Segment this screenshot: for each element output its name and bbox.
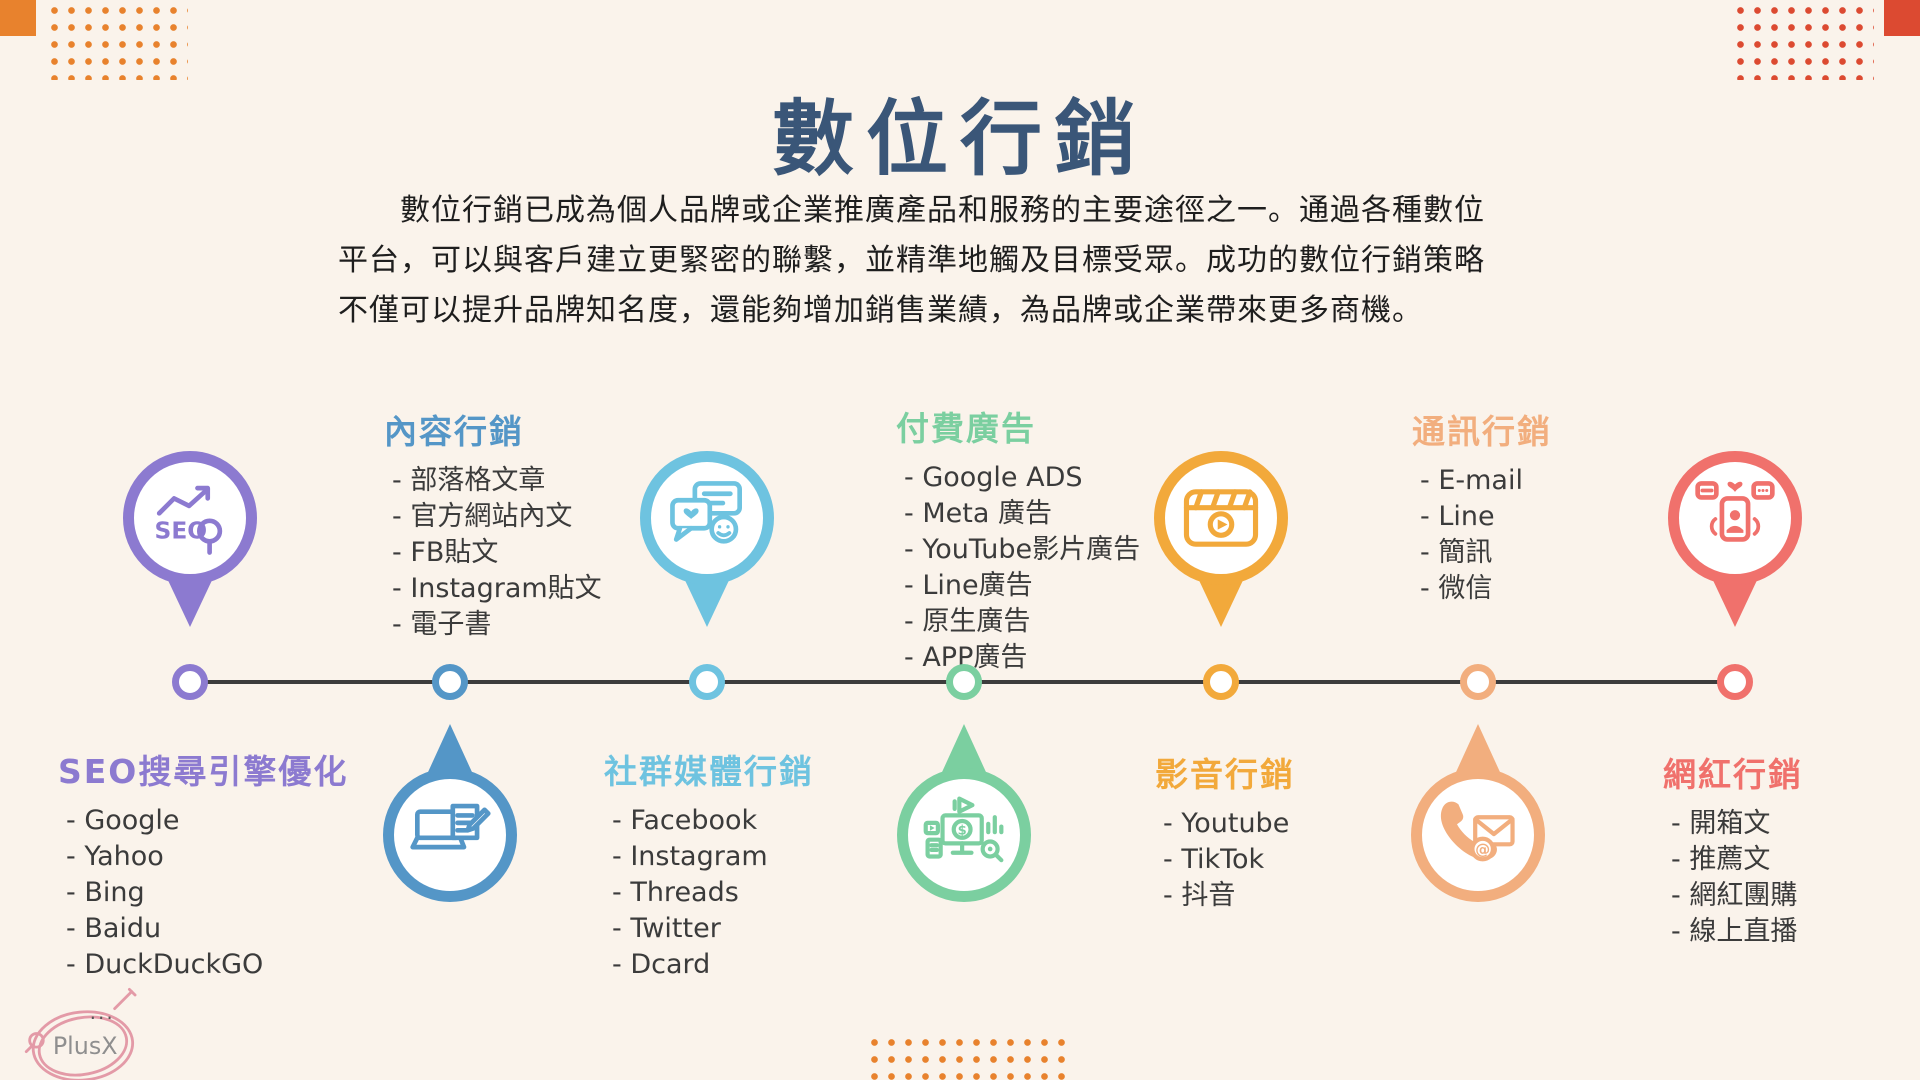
list-item: - Google <box>66 805 180 836</box>
list-item: - Line廣告 <box>904 570 1033 601</box>
logo-pencil-icon <box>113 990 134 1011</box>
category-items: - Facebook - Instagram - Threads - Twitt… <box>604 803 814 983</box>
list-item: - TikTok <box>1163 844 1265 875</box>
intro-line: 平台，可以與客戶建立更緊密的聯繫，並精準地觸及目標受眾。成功的數位行銷策略 <box>338 243 1485 278</box>
intro-line: 不僅可以提升品牌知名度，還能夠增加銷售業績，為品牌或企業帶來更多商機。 <box>338 293 1423 328</box>
list-item: - 微信 <box>1420 573 1493 604</box>
category-title: 社群媒體行銷 <box>604 752 814 791</box>
logo-text: PlusX <box>53 1032 118 1060</box>
pin-circle: SEO <box>123 451 257 585</box>
list-item: - Yahoo <box>66 841 164 872</box>
list-item: - 電子書 <box>392 609 492 640</box>
svg-text:$: $ <box>958 824 967 839</box>
category-block-messaging: 通訊行銷 - E-mail - Line - 簡訊 - 微信 <box>1412 405 1552 607</box>
category-block-content: 內容行銷 - 部落格文章 - 官方網站內文 - FB貼文 - Instagram… <box>384 405 602 643</box>
svg-text:@: @ <box>1475 841 1490 859</box>
intro-line: 數位行銷已成為個人品牌或企業推廣產品和服務的主要途徑之一。通過各種數位 <box>400 193 1485 228</box>
list-item: - 簡訊 <box>1420 537 1493 568</box>
ads-monitor-icon: $ <box>923 796 1004 863</box>
laptop-writing-icon <box>410 803 491 850</box>
marker-pin-influencer <box>1668 451 1802 651</box>
pin-circle <box>640 451 774 585</box>
category-block-paid-ads: 付費廣告 - Google ADS - Meta 廣告 - YouTube影片廣… <box>896 402 1140 676</box>
list-item: - 抖音 <box>1163 880 1236 911</box>
seo-magnifier-icon: SEO <box>155 485 223 555</box>
plusx-logo: ... PlusX <box>24 978 160 1080</box>
dot-grid-bottom <box>866 1034 1066 1080</box>
category-items: - 部落格文章 - 官方網站內文 - FB貼文 - Instagram貼文 - … <box>384 463 602 643</box>
list-item: - Bing <box>66 877 145 908</box>
category-block-video: 影音行銷 - Youtube - TikTok - 抖音 <box>1155 748 1295 914</box>
list-item: - E-mail <box>1420 465 1523 496</box>
category-items: - Google - Yahoo - Bing - Baidu - DuckDu… <box>58 803 348 983</box>
category-block-influencer: 網紅行銷 - 開箱文 - 推薦文 - 網紅團購 - 線上直播 <box>1663 748 1803 950</box>
marker-pin-seo: SEO <box>123 451 257 651</box>
video-clapperboard-icon <box>1183 489 1259 547</box>
list-item: - Instagram貼文 <box>392 573 602 604</box>
list-item: - FB貼文 <box>392 537 499 568</box>
list-item: - Dcard <box>612 949 711 980</box>
timeline-node-paid-ads <box>946 664 982 700</box>
timeline-node-video <box>1203 664 1239 700</box>
category-title: SEO搜尋引擎優化 <box>58 752 349 791</box>
list-item: - Meta 廣告 <box>904 498 1052 529</box>
pin-circle <box>1154 451 1288 585</box>
corner-square-top-right <box>1884 0 1920 36</box>
timeline-node-messaging <box>1460 664 1496 700</box>
category-block-social: 社群媒體行銷 - Facebook - Instagram - Threads … <box>604 745 814 983</box>
list-item: - Youtube <box>1163 808 1290 839</box>
list-item: - Twitter <box>612 913 721 944</box>
timeline-node-content <box>432 664 468 700</box>
list-item: - 開箱文 <box>1671 808 1771 839</box>
category-items: - Google ADS - Meta 廣告 - YouTube影片廣告 - L… <box>896 460 1140 676</box>
marker-drop-messaging: @ <box>1411 724 1545 944</box>
list-item: - 推薦文 <box>1671 844 1771 875</box>
drop-circle: $ <box>897 768 1031 902</box>
category-items: - E-mail - Line - 簡訊 - 微信 <box>1412 463 1552 607</box>
marker-drop-paid-ads: $ <box>897 724 1031 944</box>
category-items: - Youtube - TikTok - 抖音 <box>1155 806 1295 914</box>
list-item: - YouTube影片廣告 <box>904 534 1141 565</box>
category-block-seo: SEO搜尋引擎優化 - Google - Yahoo - Bing - Baid… <box>58 745 348 983</box>
list-item: - Facebook <box>612 805 758 836</box>
marker-drop-content <box>383 724 517 944</box>
list-item: - 部落格文章 <box>392 465 546 496</box>
logo-dots-text: ... <box>90 1001 115 1024</box>
corner-square-top-left <box>0 0 36 36</box>
list-item: - Threads <box>612 877 739 908</box>
marker-pin-social <box>640 451 774 651</box>
marker-pin-video <box>1154 451 1288 651</box>
category-title: 付費廣告 <box>896 409 1036 448</box>
page-title: 數位行銷 <box>771 91 1148 187</box>
list-item: - 原生廣告 <box>904 606 1031 637</box>
smartphone-social-icon <box>1695 481 1775 542</box>
dot-grid-top-right <box>1732 2 1874 80</box>
category-title: 網紅行銷 <box>1663 755 1803 794</box>
category-title: 內容行銷 <box>384 412 524 451</box>
timeline-node-seo <box>172 664 208 700</box>
list-item: - Baidu <box>66 913 162 944</box>
drop-circle: @ <box>1411 768 1545 902</box>
list-item: - Instagram <box>612 841 768 872</box>
category-title: 通訊行銷 <box>1412 412 1552 451</box>
category-items: - 開箱文 - 推薦文 - 網紅團購 - 線上直播 <box>1663 806 1803 950</box>
phone-mail-icon: @ <box>1440 801 1515 862</box>
chat-bubbles-icon <box>670 481 742 544</box>
dot-grid-top-left <box>46 2 188 80</box>
list-item: - Google ADS <box>904 462 1083 493</box>
list-item: - 官方網站內文 <box>392 501 573 532</box>
drop-circle <box>383 768 517 902</box>
list-item: - DuckDuckGO <box>66 949 264 980</box>
list-item: - 網紅團購 <box>1671 880 1798 911</box>
list-item: - APP廣告 <box>904 642 1028 673</box>
intro-paragraph: 數位行銷已成為個人品牌或企業推廣產品和服務的主要途徑之一。通過各種數位 平台，可… <box>338 186 1598 336</box>
list-item: - Line <box>1420 501 1495 532</box>
logo-magnifier-icon <box>28 1032 45 1049</box>
category-title: 影音行銷 <box>1155 755 1295 794</box>
pin-circle <box>1668 451 1802 585</box>
timeline-node-social <box>689 664 725 700</box>
timeline-node-influencer <box>1717 664 1753 700</box>
list-item: - 線上直播 <box>1671 916 1798 947</box>
plusx-logo-graphic: ... PlusX <box>24 987 137 1080</box>
